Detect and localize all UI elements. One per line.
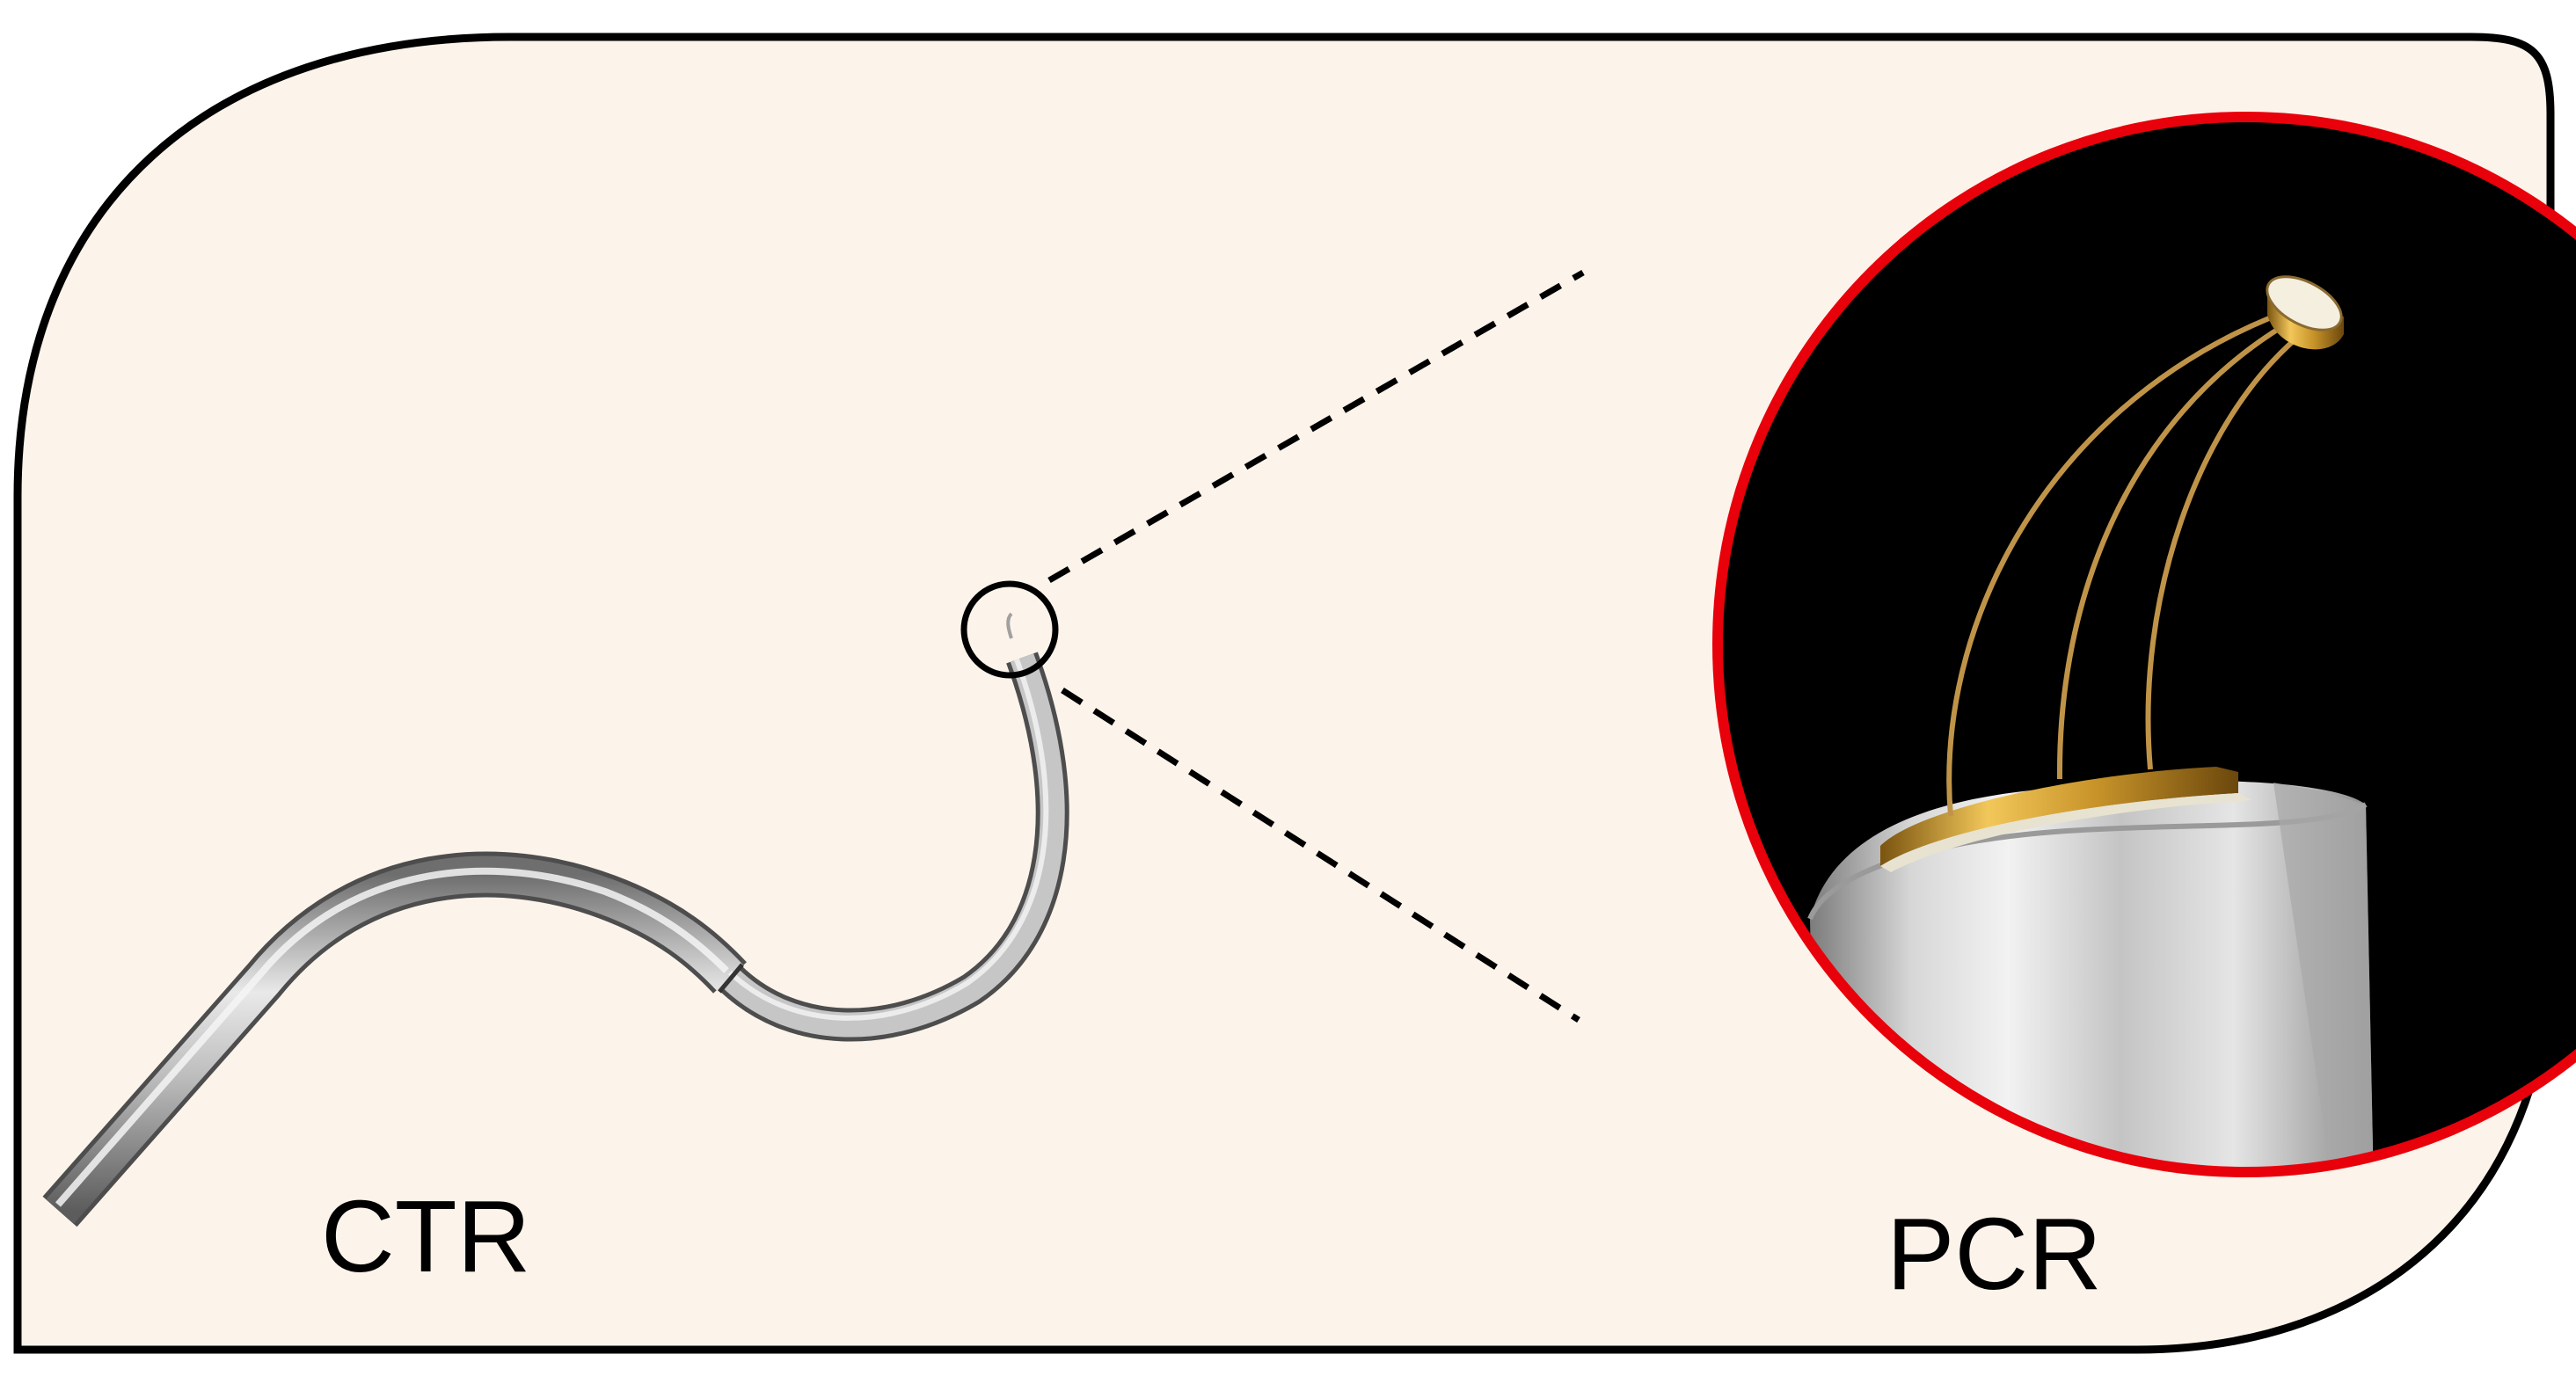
inset-border [1712,112,2576,1177]
gold-wire-3 [2145,335,2299,770]
gold-wire-2 [2056,324,2283,780]
inner-tube-tip [1006,612,1013,639]
ctr-label: CTR [321,1179,531,1293]
end-effector-disk [2266,275,2344,350]
zoom-line-upper [1047,269,1585,584]
pcr-label: PCR [1886,1197,2102,1311]
zoom-line-lower [1061,688,1580,1023]
zoom-region-circle [960,580,1059,679]
gold-collar [1880,767,2238,866]
concentric-tube-robot [42,612,1069,1227]
gold-wire-1 [1946,316,2271,817]
